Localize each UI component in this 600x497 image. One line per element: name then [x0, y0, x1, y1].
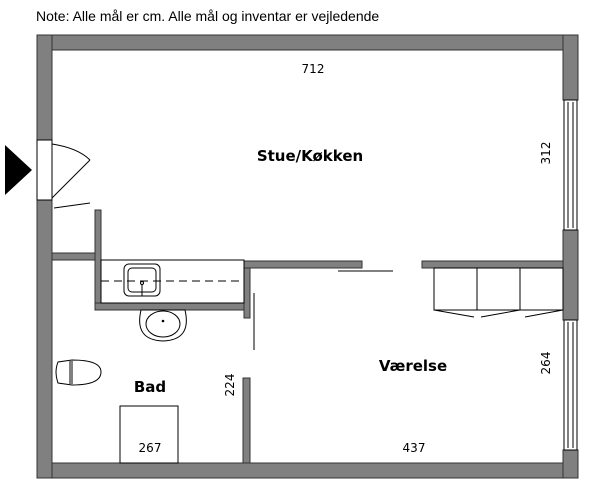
- stue-label: Stue/Køkken: [257, 147, 363, 165]
- entrance-door: [36, 139, 91, 209]
- vaerelse-width: 437: [403, 441, 426, 455]
- wash-basin: [139, 309, 187, 342]
- stue-depth: 312: [539, 142, 553, 165]
- window-stue: [563, 99, 578, 231]
- kitchen-counter: [100, 259, 245, 304]
- toilet: [55, 359, 102, 386]
- plan-note: Note: Alle mål er cm. Alle mål og invent…: [36, 8, 380, 24]
- stue-width: 712: [302, 62, 325, 76]
- window-vaerelse: [563, 319, 578, 451]
- bad-label: Bad: [134, 378, 166, 396]
- vaerelse-label: Værelse: [379, 357, 447, 375]
- interior-walls: [51, 209, 564, 464]
- shower: [119, 405, 179, 464]
- wardrobe: [433, 267, 564, 318]
- bad-width: 267: [139, 441, 162, 455]
- bad-depth: 224: [223, 374, 237, 397]
- entrance-arrow-icon: [5, 145, 32, 195]
- vaerelse-depth: 264: [539, 352, 553, 375]
- outer-walls: [36, 34, 579, 479]
